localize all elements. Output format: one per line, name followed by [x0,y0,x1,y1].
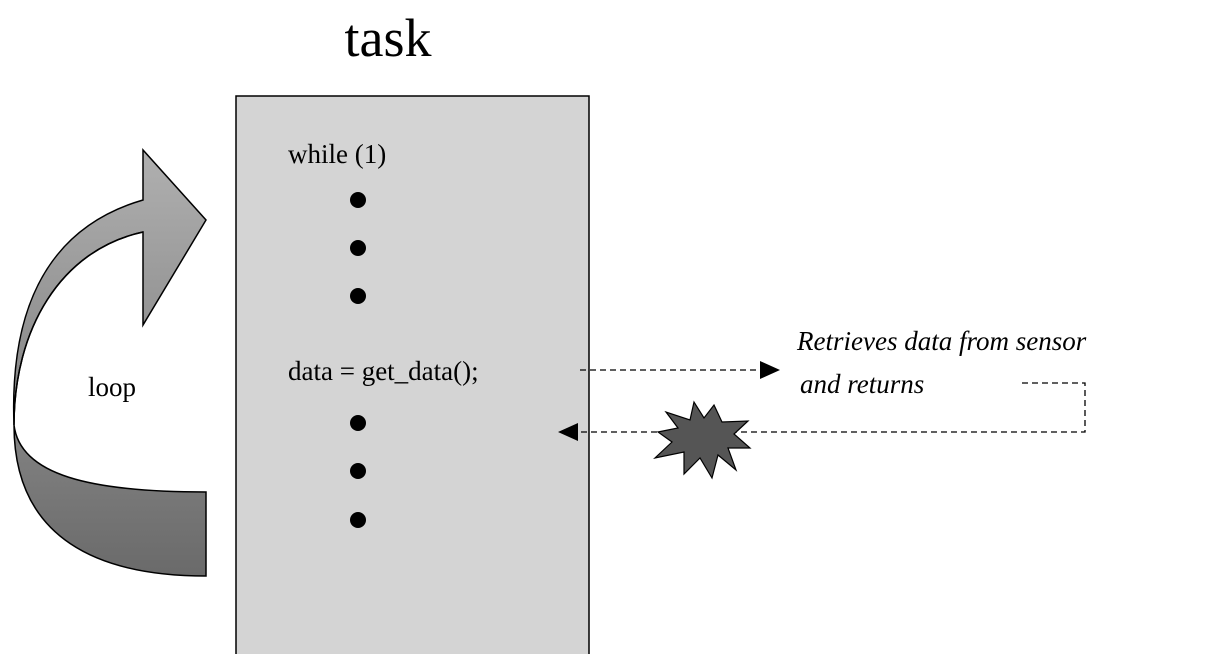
bullet-icon [350,240,366,256]
bullet-icon [350,512,366,528]
bullet-icon [350,288,366,304]
code-while-line: while (1) [288,139,386,169]
arrowhead-icon [558,423,578,441]
starburst-icon [653,400,752,480]
bullets-top [350,192,366,304]
code-get-data-line: data = get_data(); [288,356,479,386]
task-box [235,95,590,654]
arrowhead-icon [760,361,780,379]
bullets-bottom [350,415,366,528]
bullet-icon [350,463,366,479]
annotation-line1: Retrieves data from sensor [796,326,1087,356]
request-arrow [580,361,780,379]
diagram-title: task [345,8,432,68]
annotation-line2: and returns [800,369,924,399]
return-arrow [558,382,1086,441]
loop-label: loop [88,372,136,402]
loop-arrow-icon [12,148,207,577]
bullet-icon [350,192,366,208]
bullet-icon [350,415,366,431]
